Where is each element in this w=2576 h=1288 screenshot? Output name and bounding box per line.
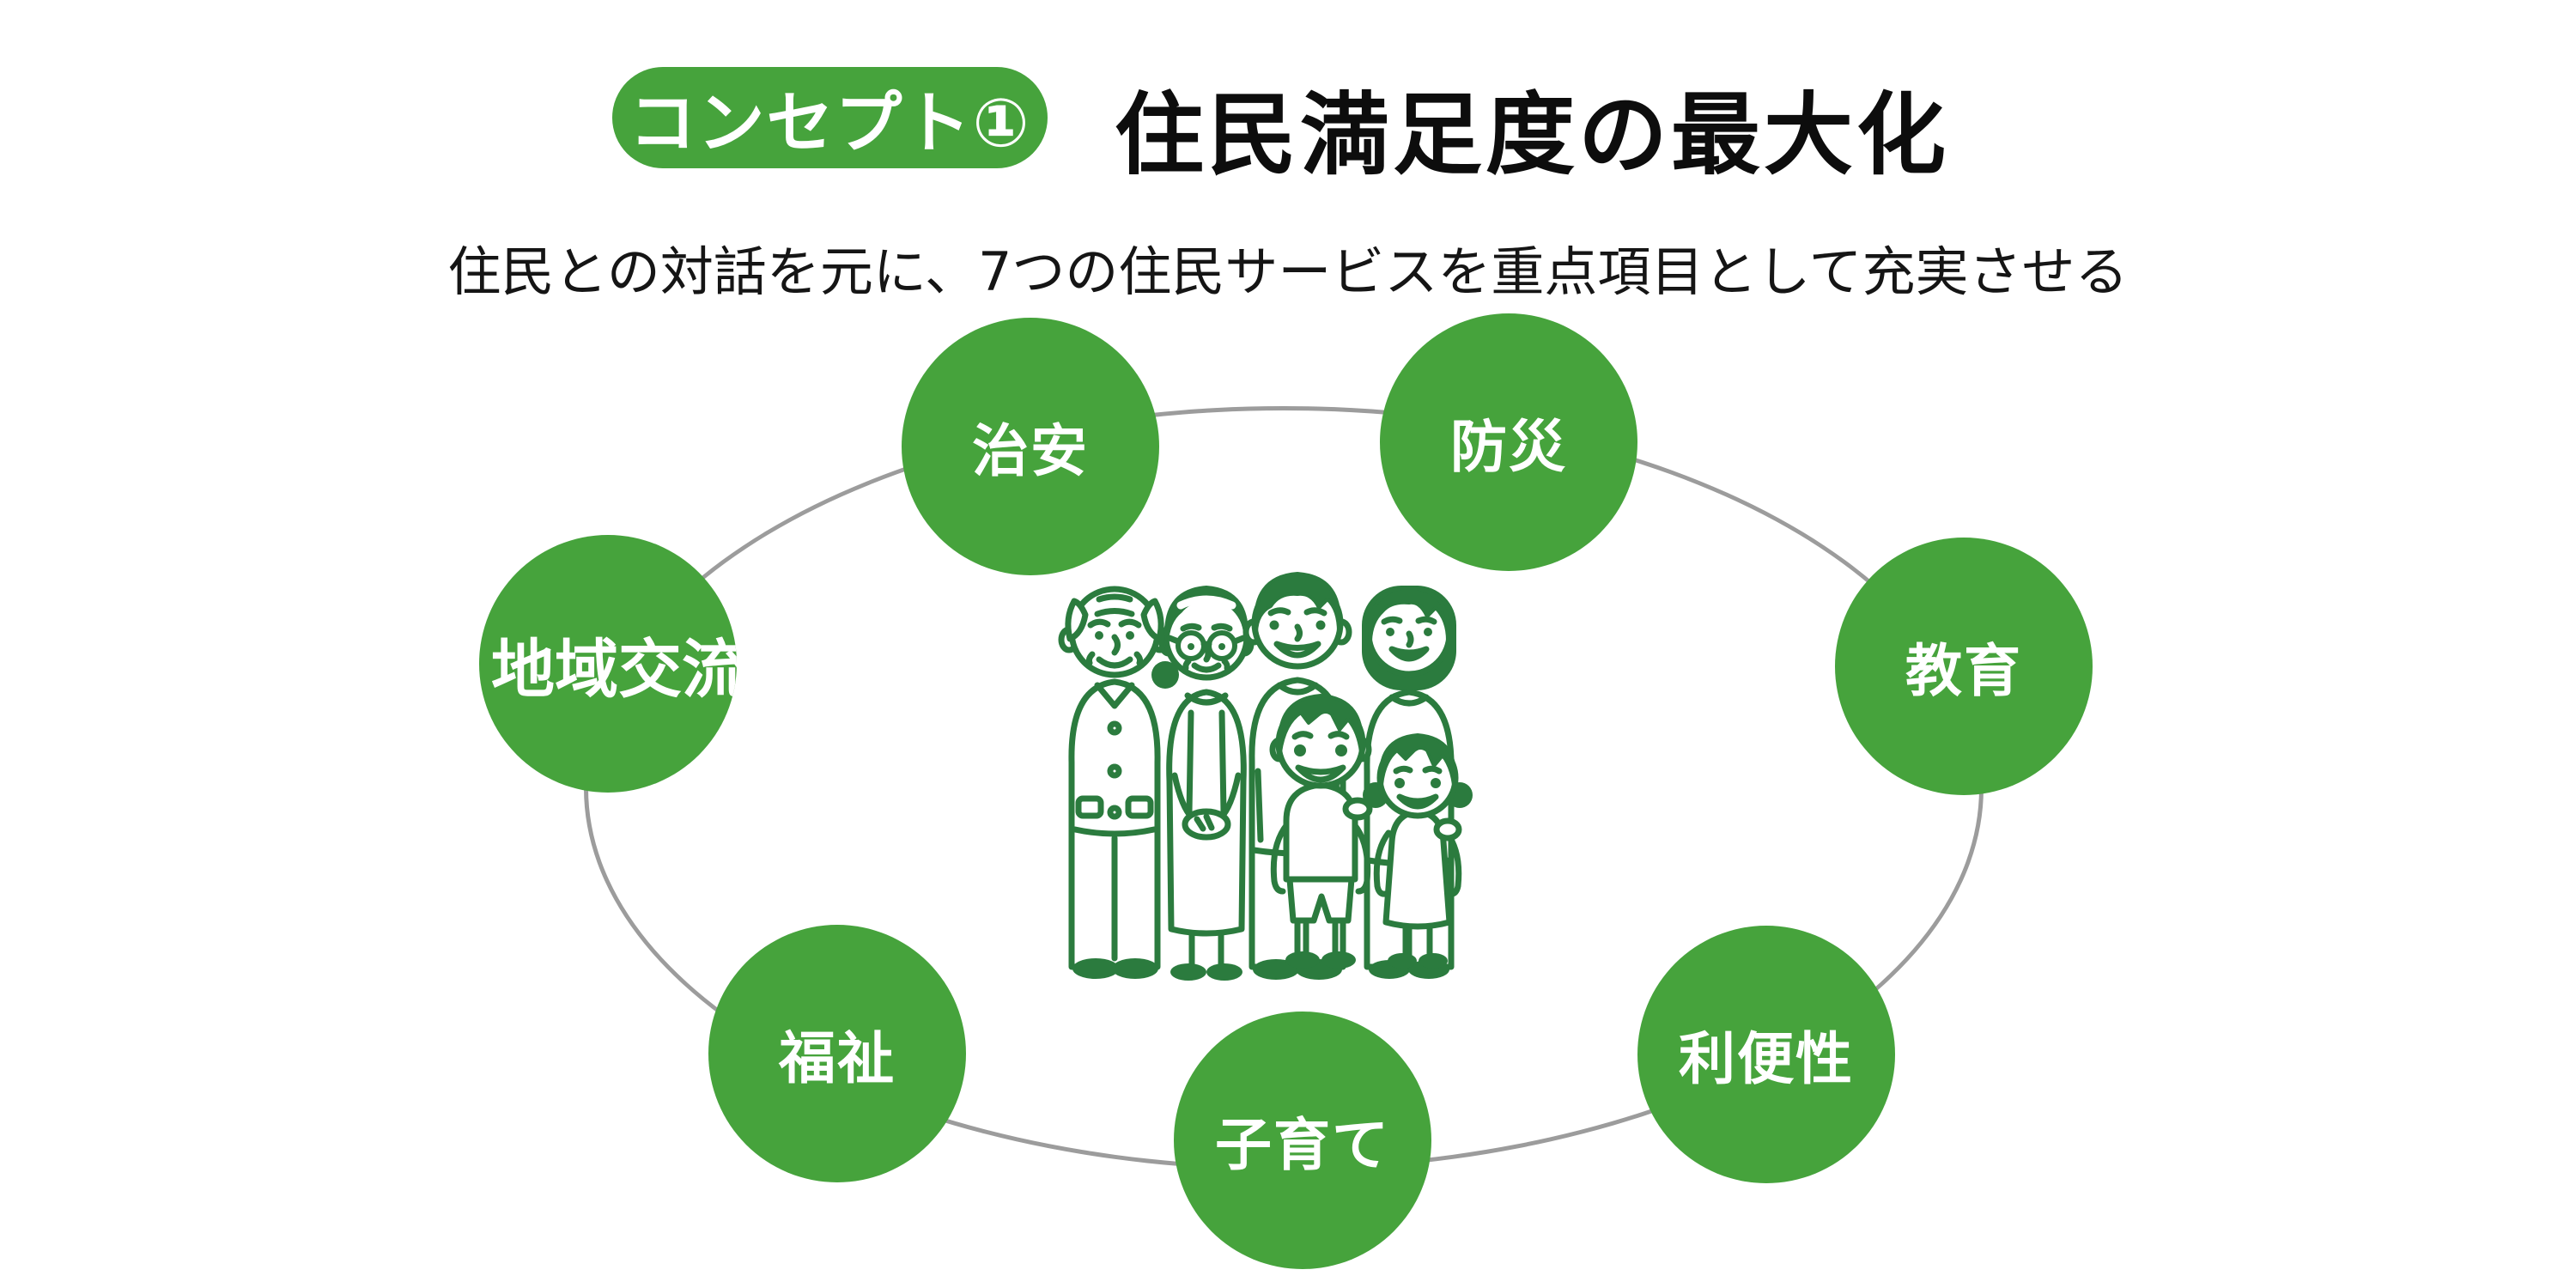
circle-childcare: 子育て <box>1174 1012 1431 1269</box>
page-title: 住民満足度の最大化 <box>1115 82 1950 187</box>
concept-badge: コンセプト① <box>612 67 1048 168</box>
family-illustration <box>1058 572 1473 981</box>
subtitle: 住民との対話を元に、7つの住民サービスを重点項目として充実させる <box>447 240 2129 303</box>
circle-label: 治安 <box>972 418 1089 484</box>
circle-welfare: 福祉 <box>708 925 966 1182</box>
circle-label: 教育 <box>1905 638 2022 704</box>
circle-education: 教育 <box>1835 538 2093 795</box>
grandfather-figure <box>1058 586 1171 979</box>
grandmother-figure <box>1151 586 1255 981</box>
boy-figure <box>1269 694 1373 969</box>
circle-label: 福祉 <box>779 1025 896 1091</box>
girl-figure <box>1363 733 1473 969</box>
circle-label: 地域交流 <box>491 632 737 707</box>
concept-badge-label: コンセプト① <box>629 85 1031 162</box>
circle-label: 防災 <box>1450 414 1567 480</box>
circle-public-safety: 治安 <box>902 318 1159 575</box>
circle-label: 子育て <box>1215 1112 1390 1178</box>
circle-label: 利便性 <box>1679 1026 1854 1092</box>
circle-community-exchange: 地域交流 <box>479 535 737 793</box>
circle-disaster-prevention: 防災 <box>1380 313 1637 571</box>
circle-convenience: 利便性 <box>1637 926 1895 1183</box>
